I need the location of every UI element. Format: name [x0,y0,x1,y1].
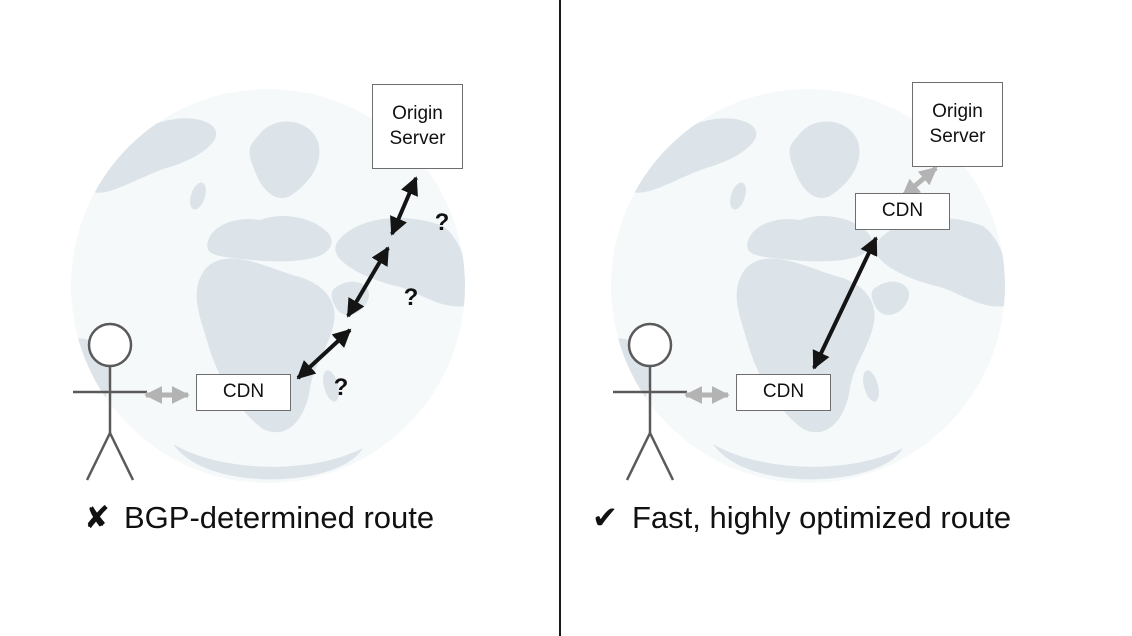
check-mark-icon: ✔ [592,500,618,536]
caption-left: ✘ BGP-determined route [84,500,434,536]
panel-divider [559,0,561,636]
bgp-hop-arrow-1 [296,328,352,380]
cdn-label: CDN [222,381,265,403]
cdn-box-right: CDN [736,374,831,411]
question-mark-1: ? [333,374,349,401]
caption-right: ✔ Fast, highly optimized route [592,500,1011,536]
cdn-label: CDN [762,381,805,403]
bgp-hop-arrow-3 [390,176,418,236]
question-mark-2: ? [403,284,419,311]
origin-server-label-line2: Server [929,125,986,147]
origin-server-label-line1: Origin [932,100,983,122]
cross-mark-icon: ✘ [84,500,110,536]
caption-left-text: BGP-determined route [123,500,435,535]
cdn-label: CDN [881,200,924,222]
origin-server-box-right: Origin Server [912,82,1003,167]
caption-right-text: Fast, highly optimized route [631,500,1012,535]
bgp-hop-arrow-2 [346,246,390,318]
cdn-origin-arrow-right [901,166,938,198]
cdn-edge-box-right: CDN [855,193,950,230]
origin-server-label-line2: Server [389,127,446,149]
cdn-box-left: CDN [196,374,291,411]
optimized-route-arrow [812,236,878,370]
origin-server-box-left: Origin Server [372,84,463,169]
origin-server-label-line1: Origin [392,102,443,124]
question-mark-3: ? [434,209,450,236]
